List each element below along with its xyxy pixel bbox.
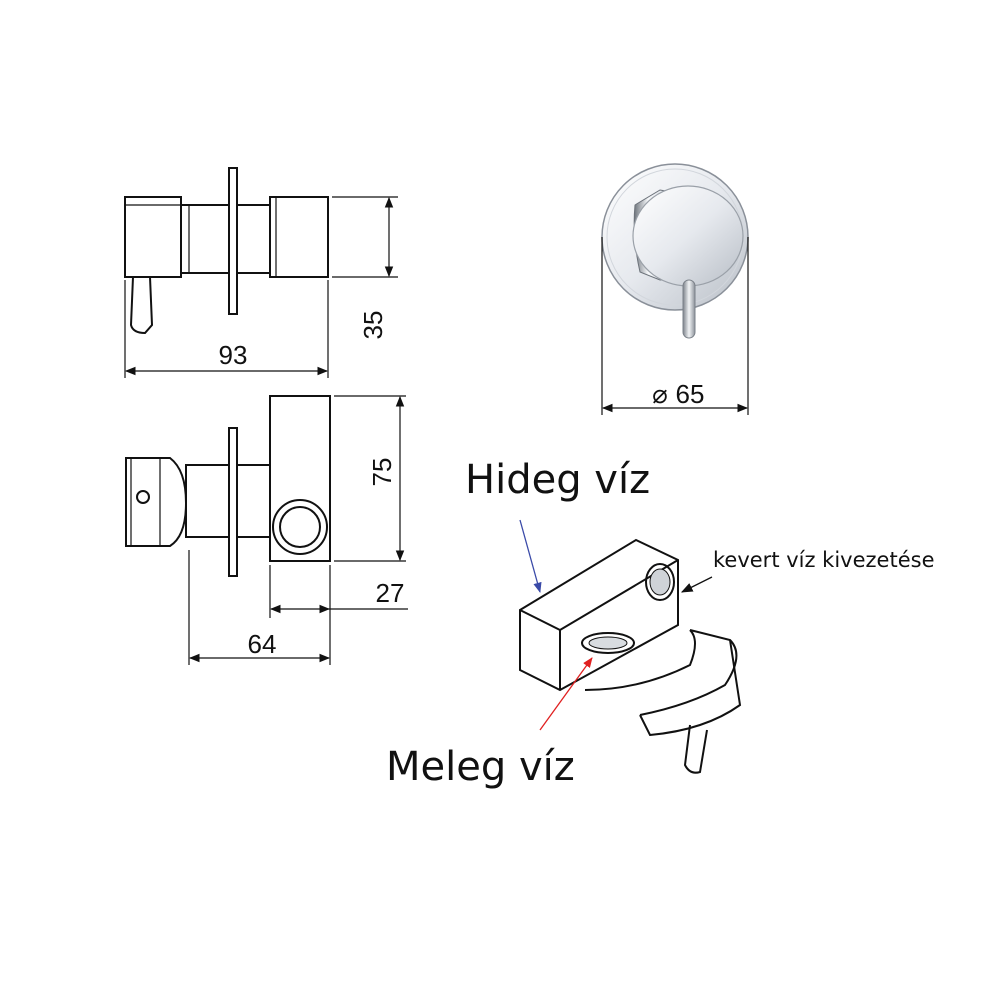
label-mixed-outlet: kevert víz kivezetése [713,548,934,572]
side-view-bottom: 75 27 64 [125,395,408,665]
dim-depth-total: 64 [248,629,277,659]
dim-depth-box: 27 [376,578,405,608]
dim-diameter-symbol: ⌀ [652,379,668,409]
side-view-top: 93 35 [124,167,398,378]
dim-diameter-value: 65 [676,379,705,409]
dim-height-box: 75 [367,458,397,487]
label-hot-water: Meleg víz [386,744,575,790]
dim-width-top: 93 [219,340,248,370]
dim-height-top: 35 [358,311,388,340]
isometric-view: Hideg víz kevert víz kivezetése Meleg ví… [386,457,934,790]
front-view-photo: ⌀ 65 [601,163,749,415]
label-cold-water: Hideg víz [465,457,650,503]
